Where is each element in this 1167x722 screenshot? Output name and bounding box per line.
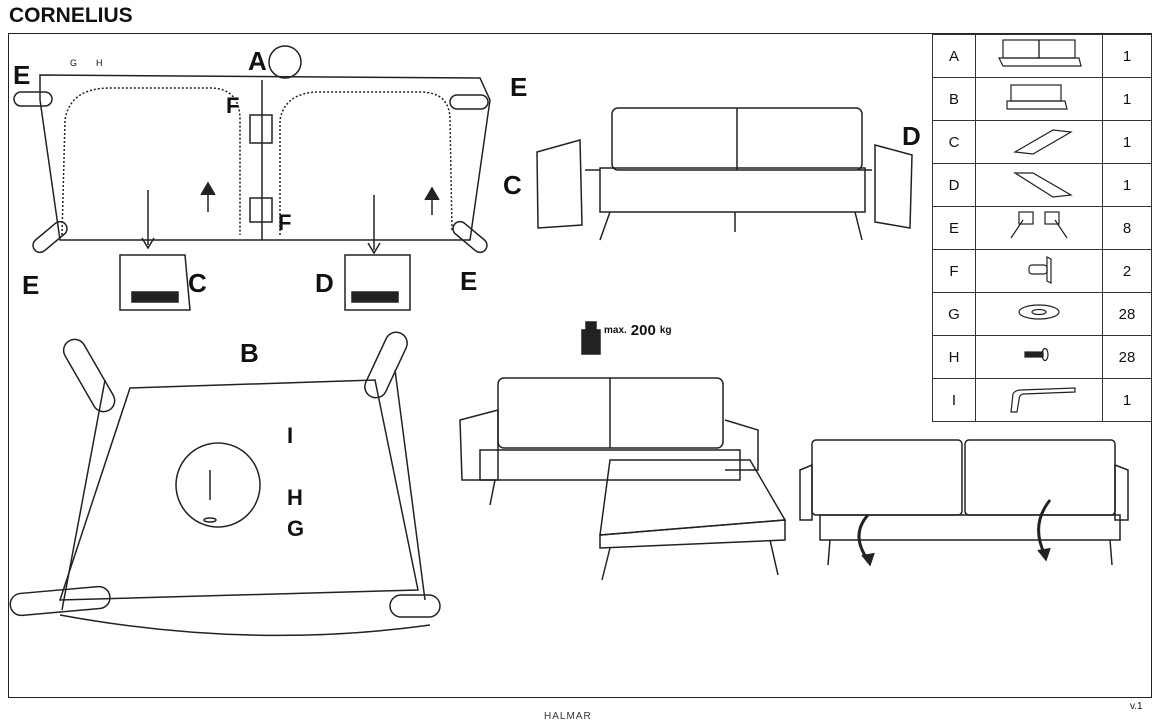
part-row-e: E 8 [932, 206, 1152, 250]
part-quantity: 1 [1102, 77, 1152, 121]
part-image [975, 335, 1103, 379]
part-image [975, 378, 1103, 422]
allen-key-icon [1010, 387, 1076, 413]
part-row-i: I 1 [932, 378, 1152, 422]
part-image [975, 120, 1103, 164]
part-image [975, 34, 1103, 78]
corner-sofa-illustration [459, 377, 787, 581]
part-row-d: D 1 [932, 163, 1152, 207]
part-letter: A [932, 34, 976, 78]
callout-f: F [226, 93, 240, 118]
part-image [975, 206, 1103, 250]
part-letter: C [932, 120, 976, 164]
part-quantity: 28 [1102, 335, 1152, 379]
weight-icon [581, 321, 601, 355]
part-letter: G [932, 292, 976, 336]
callout-d: D [315, 268, 334, 298]
part-quantity: 28 [1102, 292, 1152, 336]
sofa-front-illustration [536, 107, 913, 241]
callout-e: E [460, 266, 478, 296]
part-letter: B [932, 77, 976, 121]
callout-g: G [287, 516, 305, 541]
center-leg-icon [1028, 256, 1052, 284]
part-quantity: 1 [1102, 163, 1152, 207]
part-row-g: G 28 [932, 292, 1152, 336]
bolt-icon [1024, 347, 1049, 362]
part-image [975, 77, 1103, 121]
armrest-d-illustration [344, 254, 411, 311]
part-image [975, 292, 1103, 336]
sofa-seat-icon [1006, 84, 1068, 110]
armrest-c-illustration [119, 254, 191, 311]
sofa-bed-illustration [799, 439, 1129, 567]
callout-c: C [503, 170, 522, 200]
part-image [975, 249, 1103, 293]
armrest-right-icon [1012, 172, 1073, 198]
bolt-tag: H [96, 58, 103, 68]
part-quantity: 8 [1102, 206, 1152, 250]
callout-e: E [13, 60, 31, 90]
callout-b: B [240, 338, 259, 368]
version-label: v.1 [1130, 701, 1143, 712]
callout-e: E [22, 270, 40, 300]
part-row-c: C 1 [932, 120, 1152, 164]
washer-tag: G [70, 58, 78, 68]
part-letter: I [932, 378, 976, 422]
seat-frame-illustration [9, 331, 441, 637]
part-quantity: 1 [1102, 34, 1152, 78]
part-row-f: F 2 [932, 249, 1152, 293]
washer-icon [1018, 304, 1060, 320]
part-row-b: B 1 [932, 77, 1152, 121]
part-letter: H [932, 335, 976, 379]
product-title: CORNELIUS [9, 4, 133, 27]
callout-a: A [248, 46, 267, 76]
part-letter: D [932, 163, 976, 207]
backrest-frame-illustration [13, 45, 491, 255]
part-image [975, 163, 1103, 207]
part-row-h: H 28 [932, 335, 1152, 379]
sofa-backrest-icon [998, 39, 1082, 67]
instruction-frame [8, 33, 1152, 698]
part-letter: E [932, 206, 976, 250]
callout-f: F [278, 210, 292, 235]
brand-footer: HALMAR [544, 711, 592, 722]
part-quantity: 1 [1102, 120, 1152, 164]
callout-d: D [902, 121, 921, 151]
part-quantity: 1 [1102, 378, 1152, 422]
callout-i: I [287, 423, 294, 448]
callout-h: H [287, 485, 303, 510]
part-letter: F [932, 249, 976, 293]
callout-c: C [188, 268, 207, 298]
leg-bracket-icon [1010, 211, 1068, 239]
callout-e: E [510, 72, 528, 102]
max-load-label: max. 200 kg [604, 322, 672, 339]
part-row-a: A 1 [932, 34, 1152, 78]
part-quantity: 2 [1102, 249, 1152, 293]
armrest-left-icon [1013, 129, 1073, 155]
